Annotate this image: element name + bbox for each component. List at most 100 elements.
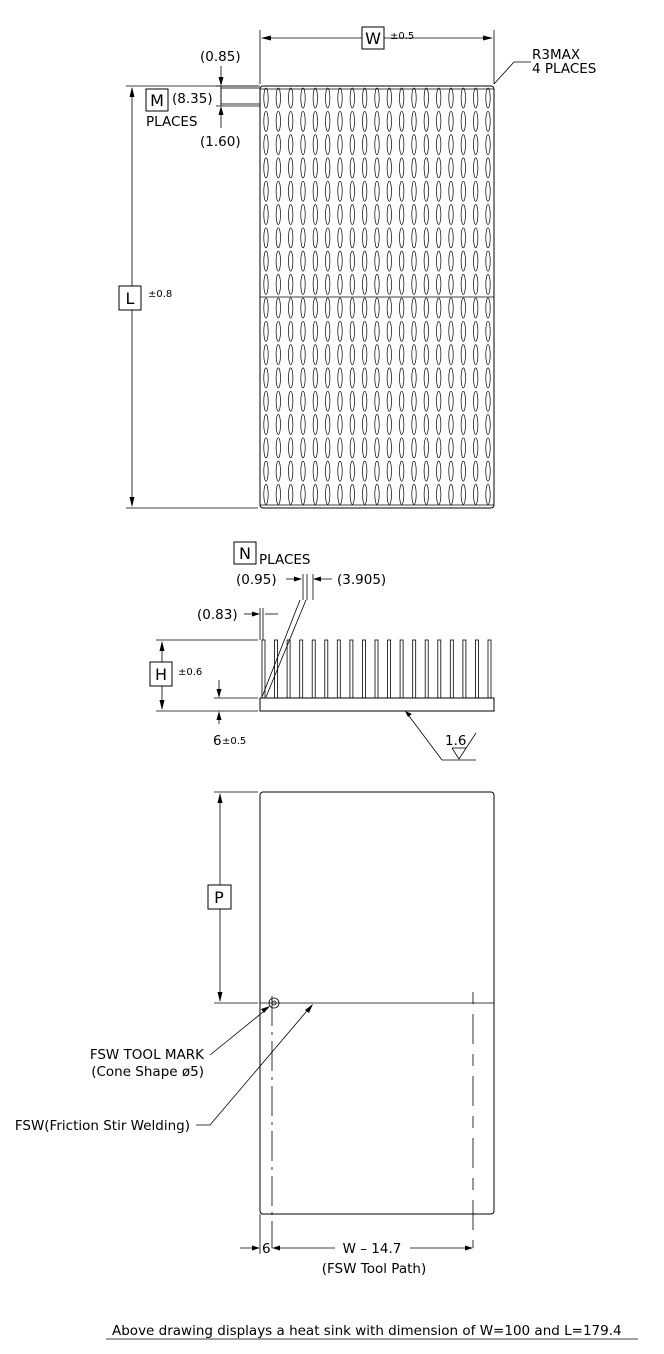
fin (336, 639, 341, 699)
pin-fin (485, 390, 491, 412)
pin-fin (473, 110, 479, 132)
pin-fin (275, 390, 281, 412)
pin-fin (473, 437, 479, 459)
pin-fin (448, 414, 454, 435)
pin-fin (337, 204, 343, 225)
edge-offset-dim: (0.83) (197, 607, 238, 623)
base-tolerance: ±0.5 (222, 736, 246, 747)
pin-fin (399, 414, 405, 435)
pin-fin (349, 110, 355, 132)
pin-fin (399, 344, 405, 365)
pin-fin (460, 414, 466, 435)
pin-fin (436, 180, 442, 202)
pin-fin (485, 460, 491, 482)
fin (412, 639, 417, 699)
pin-fin (300, 274, 306, 295)
tool-mark-note-line1: FSW TOOL MARK (90, 1047, 205, 1063)
pin-fin (325, 157, 331, 179)
pin-fin (399, 87, 405, 109)
pin-fin (436, 367, 442, 389)
pin-fin (312, 344, 318, 365)
base-thickness-dim: 6 (213, 733, 222, 749)
pin-fin (448, 484, 454, 505)
pin-fin (448, 134, 454, 155)
tool-mark-leader (209, 1007, 269, 1056)
pin-fin (263, 87, 269, 109)
pin-fin (288, 437, 294, 459)
pin-fin (485, 484, 491, 505)
h-label: H (155, 665, 167, 684)
pin-fin (436, 110, 442, 132)
pin-fin (362, 367, 368, 389)
pin-fin (436, 157, 442, 179)
pin-fin (312, 484, 318, 505)
pin-fin (300, 87, 306, 109)
pin-fin (485, 180, 491, 202)
pin-fin (460, 390, 466, 412)
pin-fin (460, 484, 466, 505)
pin-fin (423, 274, 429, 295)
p-label-box (207, 884, 232, 910)
pin-fin (337, 484, 343, 505)
radius-note-line1: R3MAX (532, 47, 580, 63)
pin-fin (411, 274, 417, 295)
n-places: PLACES (259, 552, 311, 568)
pin-fin (386, 134, 392, 155)
pin-fin (337, 320, 343, 342)
pin-fin (325, 484, 331, 505)
pin-fin (275, 157, 281, 179)
pin-fin (411, 460, 417, 482)
side-view: N PLACES (0.95) (3.905) (0.83) H ±0.6 (149, 541, 495, 761)
radius-leader (493, 61, 531, 85)
pin-fin (423, 110, 429, 132)
pin-fin (275, 414, 281, 435)
pin-fin (263, 204, 269, 225)
pin-fin (325, 274, 331, 295)
pin-fin (374, 367, 380, 389)
pin-fin (411, 204, 417, 225)
pin-fin (312, 227, 318, 249)
pin-fin (485, 274, 491, 295)
pin-fin (423, 87, 429, 109)
pin-fin (362, 297, 368, 319)
pin-fin (436, 460, 442, 482)
pin-fin (263, 227, 269, 249)
pin-fin (411, 110, 417, 132)
pin-fin (349, 320, 355, 342)
pin-fin (399, 157, 405, 179)
pin-fin (473, 204, 479, 225)
pin-fin (460, 320, 466, 342)
fin-gap-arrow (218, 106, 224, 115)
pin-fin (288, 227, 294, 249)
h-dim-arrow-top (159, 641, 165, 651)
pin-fin (337, 134, 343, 155)
fin-thickness-arrow (294, 576, 302, 582)
pin-fin (411, 227, 417, 249)
pin-fin (485, 227, 491, 249)
section-line-1 (261, 599, 301, 698)
m-places: PLACES (146, 114, 198, 130)
pin-fin (288, 157, 294, 179)
pin-fin (362, 180, 368, 202)
pin-fin (473, 460, 479, 482)
pin-fin (473, 157, 479, 179)
pin-fin (448, 110, 454, 132)
pin-fin (399, 204, 405, 225)
base-dim-arrow-bottom (216, 711, 222, 720)
pin-fin (325, 414, 331, 435)
pin-fin (448, 460, 454, 482)
pin-fin (362, 227, 368, 249)
pin-fin (386, 250, 392, 272)
pin-fin (485, 414, 491, 435)
fin-gap-dim: (1.60) (200, 134, 241, 150)
pin-fin (423, 320, 429, 342)
pin-fin (436, 484, 442, 505)
pin-fin (300, 484, 306, 505)
pin-fin (263, 134, 269, 155)
pin-fin (485, 367, 491, 389)
pin-fin (411, 297, 417, 319)
pin-fin (374, 320, 380, 342)
w-label: W (365, 29, 381, 48)
pin-fin (399, 250, 405, 272)
fin (387, 639, 392, 699)
